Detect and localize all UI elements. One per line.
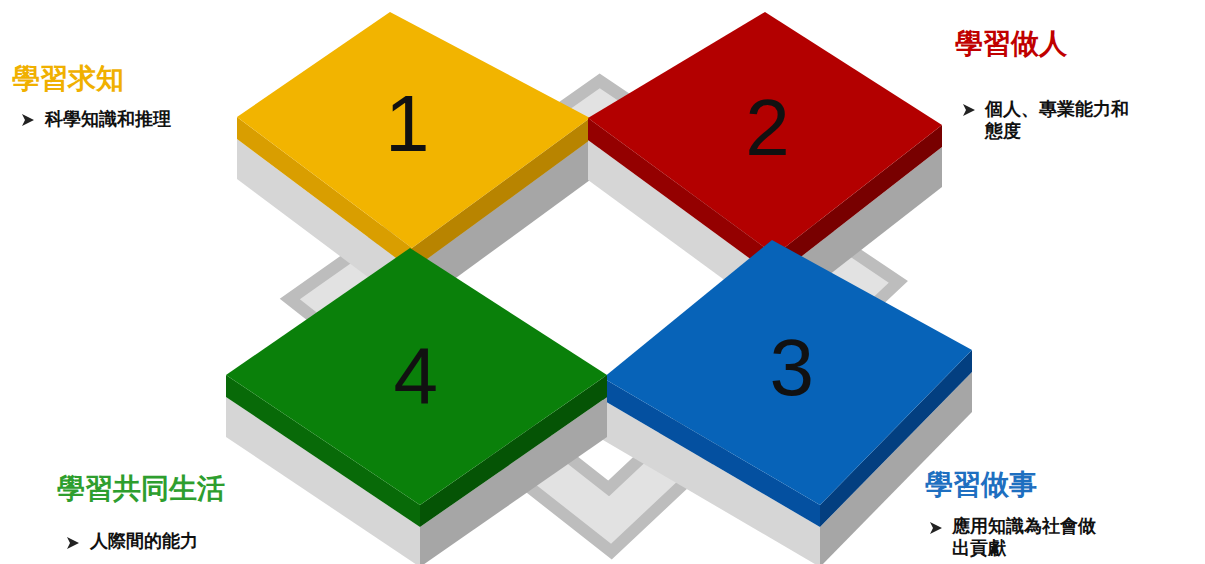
tile-top-face	[588, 12, 942, 255]
tile-number: 1	[385, 84, 430, 164]
bullet-mark	[67, 537, 79, 549]
bullet-mark	[963, 104, 975, 116]
pillar-description: 科學知識和推理	[45, 108, 245, 130]
pillar-description: 應用知識為社會做出貢獻	[952, 515, 1102, 558]
pillar-heading: 學習共同生活	[57, 472, 225, 506]
pillar-heading: 學習求知	[12, 62, 124, 96]
tile-top-face	[226, 248, 607, 505]
tile-top-face	[603, 240, 972, 505]
pillar-heading: 學習做人	[955, 27, 1067, 61]
pillar-description: 個人、專業能力和態度	[985, 98, 1135, 141]
tile-number: 4	[394, 336, 439, 416]
pillar-heading: 學習做事	[925, 468, 1037, 502]
tile-top-face	[237, 12, 590, 248]
bullet-mark	[930, 522, 942, 534]
tile-node: 4學習共同生活人際間的能力	[226, 248, 607, 564]
bullet-mark	[22, 114, 34, 126]
tile-number: 3	[770, 328, 815, 408]
pillar-description: 人際間的能力	[90, 530, 290, 552]
tile-number: 2	[745, 88, 790, 168]
tile-node: 3學習做事應用知識為社會做出貢獻	[603, 240, 972, 564]
